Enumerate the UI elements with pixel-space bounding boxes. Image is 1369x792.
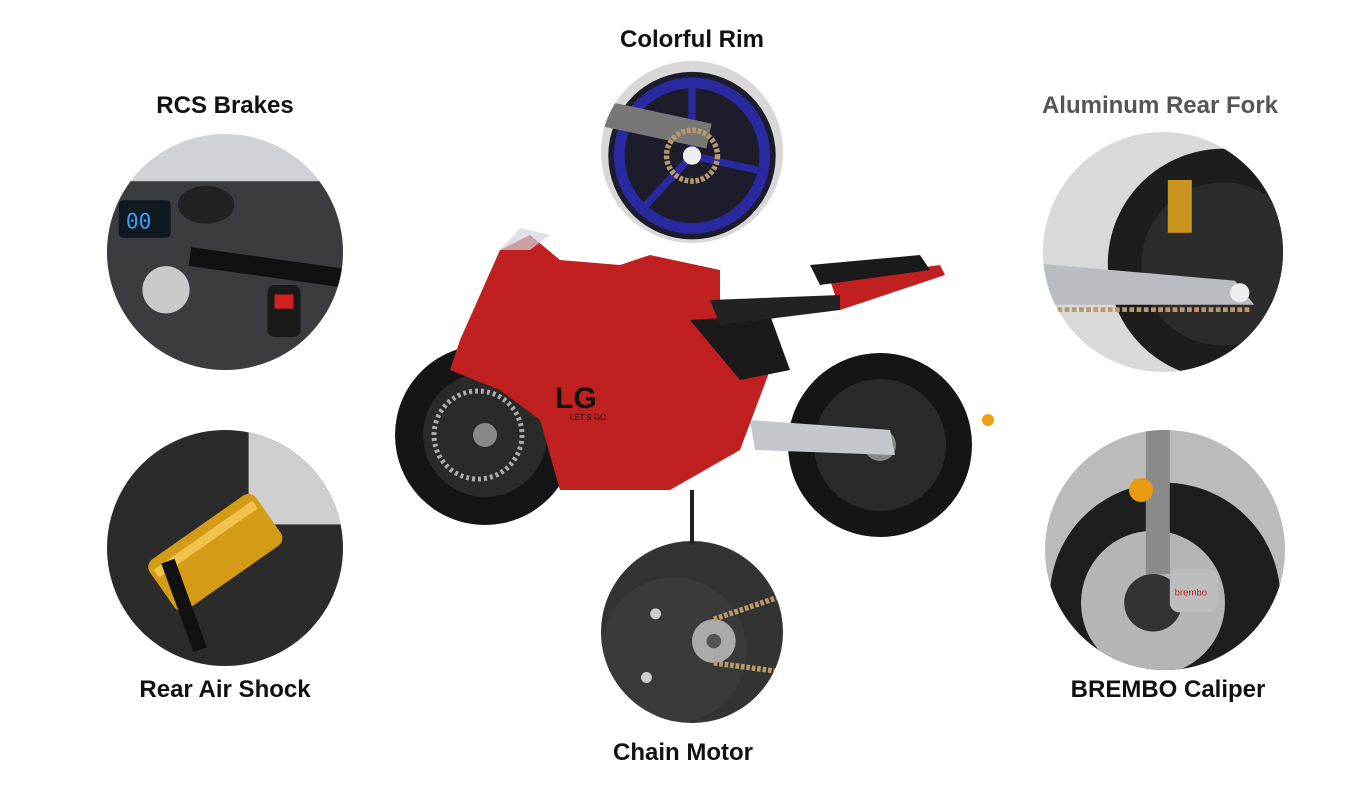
colorful-rim-photo xyxy=(601,61,783,243)
swingarm xyxy=(750,420,895,455)
feature-label-colorful-rim: Colorful Rim xyxy=(620,26,764,53)
rcs-brakes-photo: 00 xyxy=(107,134,343,370)
feature-label-chain-motor: Chain Motor xyxy=(613,739,753,766)
motorcycle-image: LG LET'S GO xyxy=(390,220,1010,550)
brembo-caliper-photo: brembo xyxy=(1045,430,1285,670)
feature-label-aluminum-rear-fork: Aluminum Rear Fork xyxy=(1041,92,1279,119)
rear-air-shock-photo xyxy=(107,430,343,666)
chain-motor-photo xyxy=(601,541,783,723)
feature-label-rcs-brakes: RCS Brakes xyxy=(156,92,294,119)
bike-logo-tagline: LET'S GO xyxy=(570,413,606,422)
svg-text:brembo: brembo xyxy=(1175,588,1208,599)
feature-label-brembo-caliper: BREMBO Caliper xyxy=(1070,676,1266,703)
aluminum-rear-fork-photo xyxy=(1043,132,1283,372)
bike-logo: LG xyxy=(555,382,597,415)
feature-label-rear-air-shock: Rear Air Shock xyxy=(139,676,311,703)
svg-text:00: 00 xyxy=(126,209,152,234)
fairing xyxy=(450,235,770,490)
